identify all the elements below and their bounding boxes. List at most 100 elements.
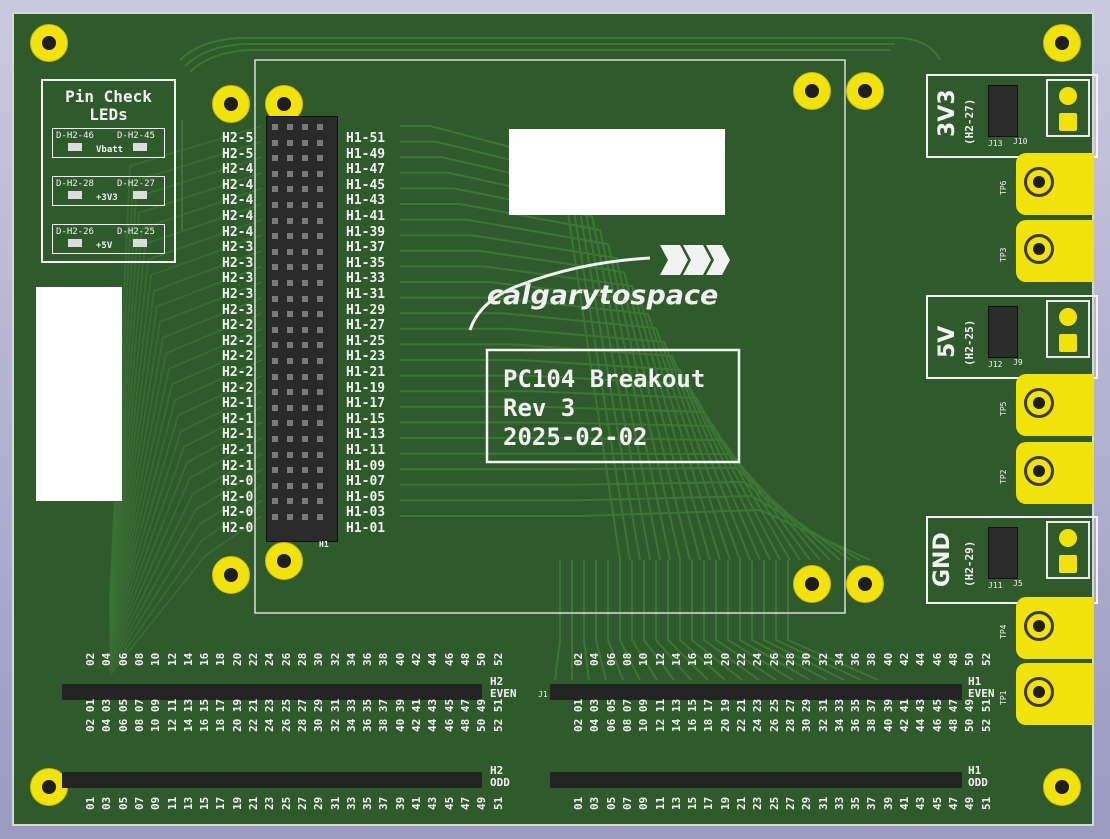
pin-number-odd: 49 (963, 796, 977, 810)
header-pin (317, 358, 323, 364)
led-right-ref: D-H2-27 (117, 179, 155, 189)
pin-number-even: 02 (84, 652, 97, 666)
pin-number-odd: 19 (718, 796, 732, 810)
pin-number-even: 52 (979, 652, 993, 666)
test-point-label: TP1 (999, 690, 1008, 705)
header-pin (317, 420, 323, 427)
test-point-label: TP4 (999, 624, 1008, 639)
pin-number-odd: 39 (393, 796, 407, 810)
power-rail-name: GND (930, 532, 955, 587)
pin-number-even: 44 (426, 652, 440, 666)
header-pin (302, 420, 308, 427)
pin-number-even: 22 (247, 652, 260, 666)
header-pin (287, 451, 293, 458)
header-pin (272, 264, 278, 271)
pin-number-odd: 11 (165, 796, 179, 810)
pin-number-even: 40 (393, 652, 407, 666)
pin-number-pair: 30 29 (312, 698, 326, 732)
header-pin (272, 482, 278, 489)
test-point-pad (1016, 374, 1094, 436)
pin-number-pair: 42 41 (898, 698, 911, 732)
h1-pin-label: H1-27 (346, 318, 386, 334)
led-icon (133, 239, 147, 247)
mounting-hole (265, 542, 303, 580)
pin-number-even: 14 (181, 652, 195, 666)
header-pin (317, 233, 323, 240)
pin-number-pair: 38 37 (865, 698, 879, 732)
pin-number-odd: 39 (881, 796, 895, 810)
h1-pin-label: H1-51 (346, 131, 386, 146)
blank-side-area (36, 287, 122, 501)
pin-number-odd: 31 (816, 796, 830, 810)
h2-pin-label: H2-5 (222, 131, 254, 146)
pin-number-pair: 48 47 (458, 698, 472, 732)
header-pin (317, 202, 323, 208)
jumper-ref: J9 (1013, 358, 1023, 367)
h1-even-label: H1 EVEN (968, 675, 995, 700)
header-pin (272, 373, 278, 380)
h1-pin-label: H1-31 (346, 287, 386, 302)
pin-check-title: Pin Check LEDs (65, 87, 152, 124)
h1-pin-label: H1-37 (346, 240, 386, 256)
terminal-pad (1059, 113, 1077, 131)
h1-pin-label: H1-49 (346, 146, 386, 162)
header-pin (317, 342, 323, 349)
header-pin (287, 264, 293, 271)
header-pin (272, 467, 278, 474)
pin-number-pair: 16 15 (686, 698, 700, 732)
h1-pin-label: H1-13 (346, 427, 386, 443)
power-rail-name: 5V (935, 325, 960, 358)
pin-number-even: 36 (849, 652, 863, 666)
pin-number-even: 02 (572, 652, 585, 666)
h2-pin-label: H2-1 (222, 396, 254, 412)
pin-number-even: 28 (295, 652, 309, 666)
pin-number-pair: 02 01 (84, 698, 97, 732)
header-pin (302, 467, 308, 474)
pin-number-odd: 47 (946, 796, 960, 810)
pin-number-pair: 12 11 (653, 698, 667, 732)
header-pin (317, 124, 323, 130)
header-pin (317, 498, 323, 505)
pin-number-odd: 23 (263, 796, 277, 810)
pin-number-odd: 01 (84, 796, 97, 810)
pin-number-pair: 06 05 (604, 698, 618, 732)
header-pin (272, 498, 278, 505)
header-pin (287, 217, 293, 224)
h1-pin-label: H1-39 (346, 224, 386, 240)
pin-number-pair: 28 27 (783, 698, 797, 732)
h2-pin-label: H2-5 (222, 146, 254, 162)
pin-number-odd: 21 (247, 796, 260, 810)
pin-number-odd: 01 (572, 796, 585, 810)
h2-even-label: H2 EVEN (490, 675, 517, 700)
pin-number-pair: 52 51 (979, 698, 993, 732)
test-point-pad (1016, 153, 1094, 215)
header-pin (287, 498, 293, 505)
mounting-hole (1043, 24, 1081, 62)
header-pin (287, 170, 293, 177)
header-pin (287, 186, 293, 193)
pin-number-odd: 31 (328, 796, 342, 810)
h2-pin-label: H2-3 (222, 302, 254, 318)
pin-number-pair: 38 37 (377, 698, 391, 732)
pin-number-even: 04 (588, 652, 602, 666)
h1-odd-label: H1 ODD (968, 764, 988, 789)
pin-number-pair: 10 09 (149, 698, 163, 732)
header-pin (272, 217, 278, 224)
pin-number-odd: 45 (442, 796, 456, 810)
h1-pin-label: H1-21 (346, 365, 386, 380)
mounting-hole (846, 565, 884, 603)
header-pin (302, 202, 308, 208)
screw-terminal (1046, 521, 1090, 579)
led-right-ref: D-H2-25 (117, 227, 155, 237)
pin-number-even: 42 (410, 652, 423, 666)
pin-number-even: 20 (718, 652, 732, 666)
h1-pin-label: H1-17 (346, 396, 386, 412)
header-pin (272, 436, 278, 442)
header-pin (287, 373, 293, 380)
header-pin (287, 280, 293, 286)
header-pin (302, 389, 308, 396)
h2-pin-label: H2-0 (222, 505, 254, 521)
h2-pin-label: H2-3 (222, 255, 254, 271)
header-pin (272, 233, 278, 240)
pin-number-odd: 15 (686, 796, 700, 810)
